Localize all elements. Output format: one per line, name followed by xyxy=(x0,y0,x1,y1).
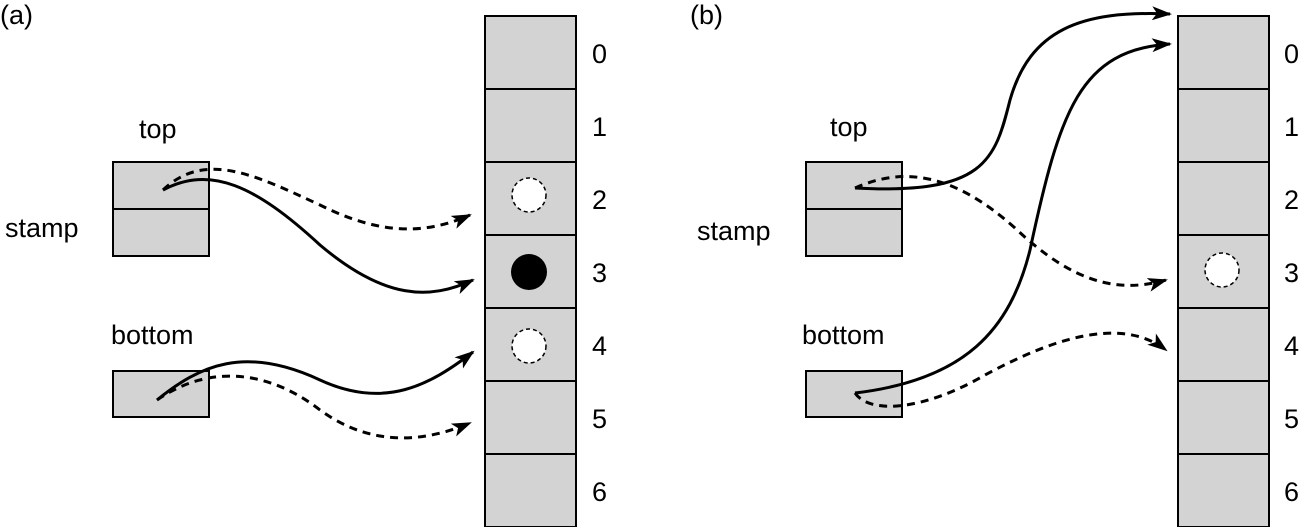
panel-b-cell-2 xyxy=(1177,161,1270,236)
panel-b-stamp-top-cell xyxy=(805,161,903,210)
panel-a-top-solid-arrow xyxy=(162,177,475,294)
panel-a-array xyxy=(484,15,577,527)
panel-a-index-4: 4 xyxy=(592,331,607,361)
panel-a: (a) 0 1 2 3 4 5 6 top xyxy=(0,0,607,527)
panel-a-empty-circle-slot-2 xyxy=(511,177,547,213)
panel-a-cell-0 xyxy=(484,15,577,90)
panel-a-index-2: 2 xyxy=(592,185,607,215)
panel-a-stamp-box xyxy=(112,161,210,257)
panel-b-index-0: 0 xyxy=(1284,39,1299,69)
panel-b-bottom-label: bottom xyxy=(802,320,885,350)
panel-b-indices: 0 1 2 3 4 5 6 xyxy=(1284,39,1299,507)
panel-a-filled-circle-slot-3 xyxy=(511,254,547,290)
panel-b-cell-6 xyxy=(1177,453,1270,527)
panel-a-bottom-label: bottom xyxy=(111,320,194,350)
panel-a-index-0: 0 xyxy=(592,39,607,69)
panel-a-bottom-dashed-arrow xyxy=(156,374,472,440)
panel-a-stamp-top-cell xyxy=(112,161,210,210)
panel-b-bottom-solid-arrow xyxy=(854,38,1172,395)
panel-b: (b) 0 1 2 3 4 5 6 top stamp xyxy=(690,0,1299,527)
panel-a-cell-5 xyxy=(484,380,577,455)
panel-b-stamp-box xyxy=(805,161,903,257)
panel-b-index-1: 1 xyxy=(1284,112,1299,142)
panel-a-bottom-solid-arrow xyxy=(156,350,475,402)
panel-b-cell-4 xyxy=(1177,307,1270,382)
panel-b-bottom-dashed-arrow xyxy=(853,331,1168,408)
panel-a-index-3: 3 xyxy=(592,258,607,288)
panel-a-cell-1 xyxy=(484,88,577,163)
panel-a-empty-circle-slot-4 xyxy=(511,328,547,364)
panel-a-index-6: 6 xyxy=(592,477,607,507)
panel-b-top-label: top xyxy=(830,112,868,142)
panel-a-index-5: 5 xyxy=(592,404,607,434)
panel-b-index-4: 4 xyxy=(1284,331,1299,361)
panel-b-cell-0 xyxy=(1177,15,1270,90)
panel-b-stamp-bottom-cell xyxy=(805,208,903,257)
panel-b-index-5: 5 xyxy=(1284,404,1299,434)
panel-b-index-6: 6 xyxy=(1284,477,1299,507)
panel-b-cell-1 xyxy=(1177,88,1270,163)
panel-b-top-dashed-arrow xyxy=(854,175,1168,292)
panel-a-indices: 0 1 2 3 4 5 6 xyxy=(592,39,607,507)
panel-a-stamp-bottom-cell xyxy=(112,208,210,257)
panel-b-label: (b) xyxy=(690,0,723,30)
panel-b-cell-5 xyxy=(1177,380,1270,455)
panel-a-bottom-box xyxy=(112,370,210,418)
panel-a-top-label: top xyxy=(139,114,177,144)
panel-a-index-1: 1 xyxy=(592,112,607,142)
panel-b-array xyxy=(1177,15,1270,527)
panel-a-top-dashed-arrow xyxy=(161,167,472,231)
panel-a-stamp-label: stamp xyxy=(5,213,79,243)
panel-b-stamp-label: stamp xyxy=(697,216,771,246)
panel-a-label: (a) xyxy=(0,0,33,30)
panel-a-cell-6 xyxy=(484,453,577,527)
panel-b-empty-circle-slot-3 xyxy=(1204,252,1240,288)
panel-b-index-3: 3 xyxy=(1284,258,1299,288)
panel-b-index-2: 2 xyxy=(1284,185,1299,215)
